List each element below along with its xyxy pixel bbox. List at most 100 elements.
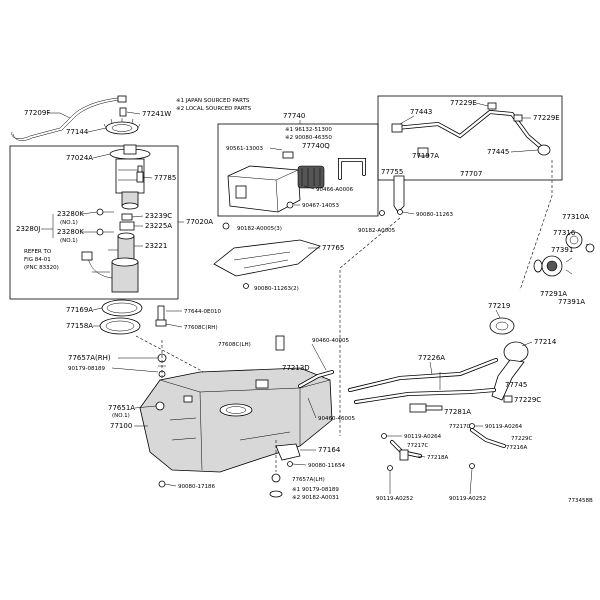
label-77217C-b: 77217C: [449, 424, 470, 430]
check-valve-77785: [136, 165, 144, 183]
gasket-77169a: [101, 299, 143, 317]
bolt-90467: [286, 201, 294, 209]
label-77608C-LH: 77608C(LH): [218, 342, 251, 348]
label-77310A: 77310A: [562, 213, 589, 221]
hose-77213d: [298, 370, 334, 388]
label-90466-A0006: 90466-A0006: [316, 187, 354, 193]
label-90182-A0005: 90182-A0005: [358, 228, 396, 234]
label-77745: 77745: [505, 381, 527, 389]
refer-line1: REFER TO: [24, 249, 52, 255]
label-23221: 23221: [145, 242, 167, 250]
protector-77164: [275, 443, 301, 461]
charcoal-canister: [227, 165, 325, 213]
label-90119-A0264-a: 90119-A0264: [404, 434, 442, 440]
refer-line2: FIG 84-01: [24, 257, 51, 263]
fuel-pump-23221: [108, 213, 135, 261]
label-77785: 77785: [154, 174, 176, 182]
label-23239C: 23239C: [145, 212, 172, 220]
label-90119-A0252-b: 90119-A0252: [449, 496, 486, 502]
note-japan-sourced: ※1 JAPAN SOURCED PARTS: [176, 98, 250, 104]
label-90179-08189-b: ※1 90179-08189: [292, 487, 339, 493]
label-77229E-b: 77229E: [533, 114, 560, 122]
label-no1-lower: (NO.1): [60, 238, 78, 244]
bolt-90119-a0264-b: [469, 423, 475, 429]
label-90080-11654: 90080-11654: [308, 463, 345, 469]
label-77164: 77164: [318, 446, 341, 454]
label-23225A: 23225A: [145, 222, 172, 230]
label-77651A: 77651A: [108, 404, 135, 412]
hose-77281a: [409, 403, 443, 413]
label-77229C-b: 77229C: [511, 436, 532, 442]
bolt-90119-a0252-b: [469, 463, 475, 469]
label-23280J: 23280J: [16, 225, 40, 233]
filter-90561: [282, 151, 294, 159]
label-77216A: 77216A: [506, 445, 527, 451]
label-77443: 77443: [410, 108, 432, 116]
guide-line-ring: [135, 335, 231, 387]
label-77740Q: 77740Q: [302, 142, 330, 150]
protector-77651a: [155, 401, 165, 411]
label-90467-14053: 90467-14053: [302, 203, 339, 209]
hose-77445: [537, 144, 551, 156]
stud-77644: [155, 305, 167, 327]
label-90460-40005: 90460-40005: [312, 338, 349, 344]
clamp-77229e-b: [513, 114, 523, 122]
sender-gauge-box: [9, 145, 179, 300]
hose-77218a: [390, 440, 422, 461]
filler-neck-77291a: [533, 255, 573, 277]
clip-77197a: [417, 147, 429, 157]
bolt-90182-a0005-3: [222, 222, 230, 230]
label-90119-A0264-b: 90119-A0264: [485, 424, 523, 430]
label-77217C-a: 77217C: [407, 443, 428, 449]
label-77391A: 77391A: [558, 298, 585, 306]
label-77158A: 77158A: [66, 322, 93, 330]
label-77608C-RH: 77608C(RH): [184, 325, 218, 331]
gasket-77241w: [119, 107, 127, 117]
label-90460-46005: 90460-46005: [318, 416, 355, 422]
label-77229C-a: 77229C: [514, 396, 541, 404]
label-77281A: 77281A: [444, 408, 471, 416]
fill-pipe-hose-box: [377, 95, 563, 181]
band-77657a-lh: [271, 473, 281, 483]
label-90080-46350: ※2 90080-46350: [285, 135, 332, 141]
bolt-90119-a0252-a: [387, 465, 393, 471]
label-77213D: 77213D: [282, 364, 310, 372]
nut-90179-lh: [269, 490, 283, 498]
label-77755: 77755: [381, 168, 403, 176]
sender-gauge-float: [81, 251, 139, 293]
label-90080-11263-2: 90080-11263(2): [254, 286, 299, 292]
vent-tube-77707: [394, 109, 544, 150]
label-no1-upper: (NO.1): [60, 220, 78, 226]
label-77197A: 77197A: [412, 152, 439, 160]
label-no1-77651A: (NO.1): [112, 413, 130, 419]
label-90182-A0005-3: 90182-A0005(3): [237, 226, 282, 232]
figure-id: 773458B: [568, 498, 593, 504]
label-77765: 77765: [322, 244, 344, 252]
label-90182-A0031: ※2 90182-A0031: [292, 495, 339, 501]
label-77100: 77100: [110, 422, 132, 430]
label-77226A: 77226A: [418, 354, 445, 362]
clamp-77229c-a: [503, 395, 513, 403]
fill-tube-77226a: [348, 358, 498, 404]
clamp-77229e-a: [487, 102, 497, 110]
guide-line-right: [519, 160, 553, 291]
label-77219: 77219: [488, 302, 510, 310]
bolt-90119-a0264-a: [381, 433, 387, 439]
label-77316: 77316: [553, 229, 576, 237]
label-77644-0E010: 77644-0E010: [184, 309, 221, 315]
label-23280K-lower: 23280K: [57, 228, 84, 236]
label-77214: 77214: [534, 338, 557, 346]
label-90080-11263: 90080-11263: [416, 212, 453, 218]
cap-tether-77316: [585, 243, 595, 253]
label-77657A-LH: 77657A(LH): [292, 477, 325, 483]
wire-harness-77209f: [11, 95, 127, 141]
retainer-77158a: [99, 317, 141, 335]
refer-line3: (PNC 83320): [24, 265, 59, 271]
lock-ring-77144: [103, 118, 141, 135]
bolt-90182-a0005: [379, 210, 385, 216]
label-77707: 77707: [460, 170, 482, 178]
bracket-77755: [393, 175, 405, 213]
guide-line-center: [339, 217, 401, 436]
screw-23280k-upper: [96, 208, 114, 216]
